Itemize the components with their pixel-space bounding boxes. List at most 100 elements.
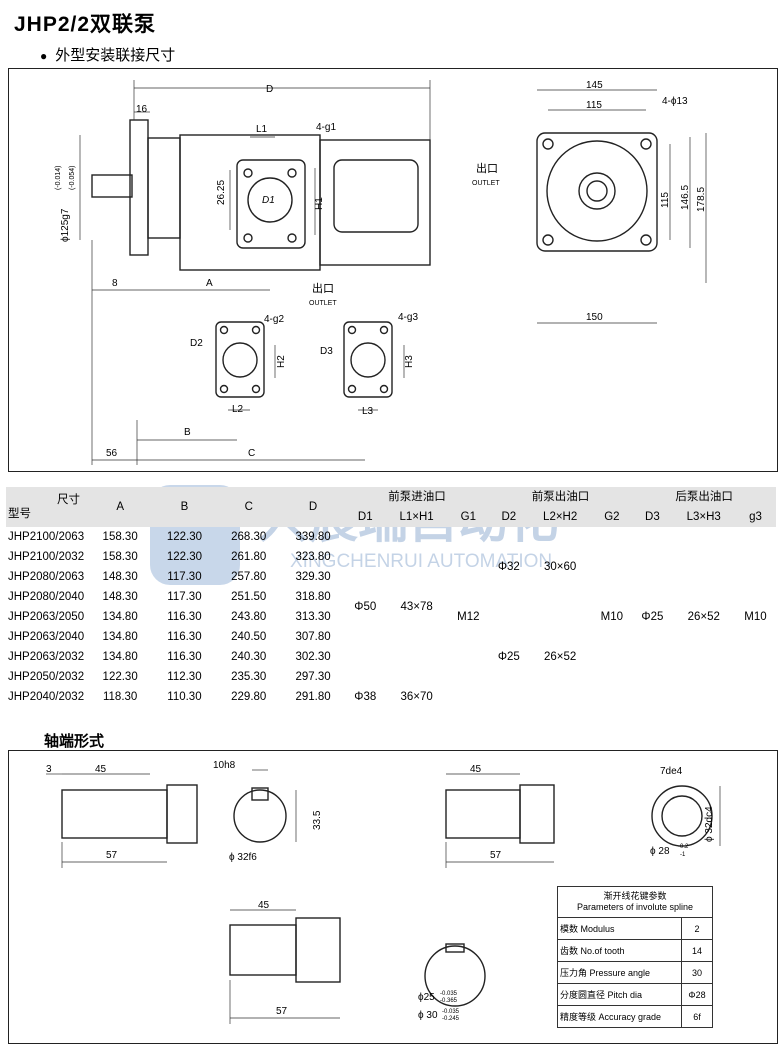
outlet-en-right: OUTLET (472, 180, 500, 187)
table-row: JHP2080/2040 148.30 117.30 251.50 318.80 (6, 587, 776, 607)
dim-H2: H2 (276, 355, 287, 368)
outlet-en-bottom: OUTLET (309, 300, 337, 307)
cell-C: 261.80 (231, 551, 267, 563)
dim-8: 8 (112, 278, 118, 289)
shaft1-dia-32f6: ϕ 32f6 (229, 852, 257, 863)
cell-G2: M10 (600, 611, 624, 623)
col-D: D (280, 487, 346, 527)
cell-g3: M10 (744, 611, 767, 623)
spline-value: 6f (681, 1005, 713, 1028)
sub-G1: G1 (447, 507, 489, 527)
cell-B: 116.30 (167, 651, 202, 663)
cell-D: 297.30 (295, 671, 331, 683)
dim-D3: D3 (320, 346, 333, 357)
sub-D1: D1 (345, 507, 386, 527)
dim-D1: D1 (262, 195, 275, 206)
dim-d125: ϕ125g7 (60, 208, 71, 242)
cell-L2H2-b: 26×52 (544, 651, 577, 663)
cell-model: JHP2080/2063 (8, 571, 85, 583)
dim-B: B (184, 427, 191, 438)
shaft-section-title: 轴端形式 (44, 733, 105, 750)
cell-model: JHP2063/2040 (8, 631, 85, 643)
shaft3-tol25-up: -0.035 (440, 991, 458, 997)
cell-A: 134.80 (102, 631, 138, 643)
shaft2-key-7de4: 7de4 (660, 766, 683, 777)
cell-D2-b: Φ25 (497, 651, 520, 663)
sub-D2: D2 (488, 507, 529, 527)
sub-L2H2: L2×H2 (528, 507, 592, 527)
spline-value: Φ28 (681, 983, 713, 1006)
shaft1-key-10h8: 10h8 (213, 760, 236, 771)
cell-B: 110.30 (167, 691, 202, 703)
col-C: C (216, 487, 281, 527)
size-label: 尺寸 (57, 494, 80, 506)
shaft3-dim-57: 57 (276, 1006, 288, 1017)
section-title-dimensions: ● 外型安装联接尺寸 (40, 44, 175, 65)
shaft2-dia-32dc4: ϕ 32dc4 (704, 806, 715, 842)
cell-model: JHP2080/2040 (8, 591, 85, 603)
cell-model: JHP2050/2032 (8, 671, 85, 683)
shaft-drawing: 3 45 57 10h8 33.5 ϕ 32f6 45 57 7de4 ϕ 32… (46, 760, 721, 1024)
cell-D: 329.30 (295, 571, 331, 583)
cell-A: 122.30 (102, 671, 138, 683)
cell-D3: Φ25 (641, 611, 664, 623)
dim-L3: L3 (362, 406, 374, 417)
dim-145: 145 (586, 80, 603, 91)
dim-A: A (206, 278, 213, 289)
cell-C: 257.80 (231, 571, 267, 583)
spline-value: 30 (681, 961, 713, 984)
cell-D: 318.80 (295, 591, 331, 603)
dim-L1: L1 (256, 124, 268, 135)
cell-B: 116.30 (167, 631, 202, 643)
cell-L2H2-a: 30×60 (544, 561, 577, 573)
dim-178.5: 178.5 (696, 187, 707, 212)
spline-label: 精度等级 Accuracy grade (557, 1005, 682, 1028)
spline-title-cn: 渐开线花键参数 (603, 891, 667, 901)
col-A: A (88, 487, 153, 527)
cell-B: 117.30 (167, 591, 202, 603)
shaft3-dia-25: ϕ25 (418, 992, 435, 1003)
shaft2-dim-57: 57 (490, 850, 502, 861)
dim-D: D (266, 84, 273, 95)
dim-g2: 4-g2 (264, 314, 284, 325)
cell-B: 122.30 (166, 531, 203, 543)
bullet-icon: ● (40, 49, 48, 63)
dim-56: 56 (106, 448, 118, 459)
cell-D: 302.30 (295, 651, 331, 663)
subtitle-text: 外型安装联接尺寸 (55, 47, 176, 64)
shaft-frame (8, 750, 778, 1044)
cell-model: JHP2100/2063 (8, 531, 85, 543)
dim-g3: 4-g3 (398, 312, 418, 323)
cell-B: 117.30 (167, 571, 202, 583)
dim-146.5: 146.5 (680, 185, 691, 210)
shaft1-dim-3: 3 (46, 764, 52, 775)
cell-C: 243.80 (231, 611, 267, 623)
cell-C: 268.30 (231, 531, 267, 543)
cell-model: JHP2040/2032 (8, 691, 85, 703)
shaft2-tol-dn: -1 (680, 852, 686, 858)
cell-A: 134.80 (102, 611, 138, 623)
cell-B: 122.30 (166, 551, 203, 563)
cell-A: 134.80 (102, 651, 138, 663)
cell-D2-a: Φ32 (497, 561, 520, 573)
dim-g1: 4-g1 (316, 122, 336, 133)
cell-A: 148.30 (102, 591, 138, 603)
spline-value: 14 (681, 939, 713, 962)
dim-H3: H3 (404, 355, 415, 368)
shaft3-tol30-up: -0.035 (442, 1009, 460, 1015)
cell-C: 251.50 (231, 591, 267, 603)
model-label: 型号 (8, 508, 31, 520)
dim-L2: L2 (232, 404, 244, 415)
dim-150: 150 (586, 312, 603, 323)
cell-D: 291.80 (295, 691, 331, 703)
